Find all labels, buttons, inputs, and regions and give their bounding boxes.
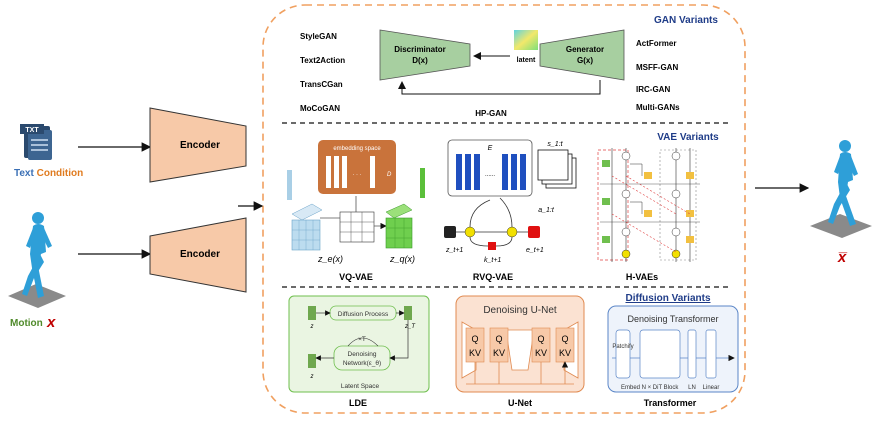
gan-model-5: MSFF-GAN [636,63,678,72]
gan-model-7: Multi-GANs [636,103,680,112]
rvq-k-label: k_t+1 [484,257,501,264]
hvae-diagram [597,148,700,262]
ldm-caption: LDE [349,398,367,408]
unet-attention-blocks: Q KV Q KV Q KV Q KV [465,327,575,385]
svg-text:KV: KV [559,348,571,358]
gan-left-models: StyleGAN Text2Action TransCGan MoCoGAN [300,32,345,113]
gan-model-1: Text2Action [300,56,345,65]
svg-text:Q: Q [471,334,478,344]
generator-fn: G(x) [577,56,593,65]
motion-symbol: x [46,314,56,331]
ldm-z-label: z [310,324,314,330]
generator-block [539,29,625,81]
latent-label: latent [517,57,536,64]
svg-text:Q: Q [537,334,544,344]
vae-variants-title: VAE Variants [657,132,719,143]
svg-text:KV: KV [535,348,547,358]
generator-label: Generator [566,45,604,54]
diffusion-variants-title: Diffusion Variants [625,293,710,304]
svg-text:D: D [387,172,392,178]
dit-block-label: N × DiT Block [642,385,680,391]
linear-label: Linear [703,385,720,391]
ldm-z-out-label: z [310,374,314,380]
vqvae-caption: VQ-VAE [339,272,373,282]
diffusion-process-label: Diffusion Process [338,311,389,318]
svg-text:s_1:t: s_1:t [547,141,563,148]
unet-title: Denoising U-Net [483,305,557,316]
ldm-z-block [308,306,316,320]
text-condition-label: Text Condition [14,168,83,179]
embed-label: Embed [621,385,640,391]
gan-model-3: MoCoGAN [300,104,340,113]
rvqvae-caption: RVQ-VAE [473,272,513,282]
gan-variants-title: GAN Variants [654,15,718,26]
svg-text:· · ·: · · · [352,172,361,178]
gan-model-0: StyleGAN [300,32,337,41]
unet-bottleneck [505,329,535,371]
latent-space-label: Latent Space [341,383,380,390]
svg-text:KV: KV [493,348,505,358]
embedding-space-label: embedding space [333,146,381,152]
svg-text:a_1:t: a_1:t [538,207,555,214]
svg-text:Q: Q [561,334,568,344]
ldm-box [288,295,430,393]
rvq-e-label: e_t+1 [526,247,544,254]
motion-label: Motion [10,318,43,329]
ldm-zt-label: z_T [404,324,416,330]
gan-model-6: IRC-GAN [636,85,670,94]
discriminator-label: Discriminator [394,45,446,54]
input-motion-figure [8,212,66,308]
txt-icon-label: TXT [25,127,39,134]
ln-block [687,329,697,379]
ldm-zt-block [404,306,412,320]
linear-block [705,329,717,379]
output-symbol: x̅ [837,249,848,266]
vqvae-diagram: embedding space · · · D [287,140,425,251]
encoder-top-label: Encoder [180,140,220,151]
gan-model-2: TransCGan [300,80,343,89]
zq-label: z_q(x) [389,254,415,264]
svg-text:......: ...... [485,172,495,178]
rvqvae-diagram: E ...... s_1:t a_1:t [444,139,577,250]
latent-noise-icon [514,30,538,50]
ln-label: LN [688,385,696,391]
ze-label: z_e(x) [317,254,343,264]
patchify-label: Patchify [612,344,633,350]
dit-block [639,329,681,379]
patchify-block [615,329,631,379]
output-motion-figure [810,140,872,238]
txt-document-icon: TXT [20,124,52,160]
svg-text:KV: KV [469,348,481,358]
gan-feedback-arrow [398,80,601,95]
ldm-times-label: ×T [358,336,366,343]
hvae-caption: H-VAEs [626,272,658,282]
encoder-bottom [149,217,247,293]
denoising-label-2: Network(ε_θ) [343,360,381,367]
transformer-title: Denoising Transformer [627,314,718,324]
ldm-z-out-block [308,354,316,368]
encoder-top [149,107,247,183]
unet-caption: U-Net [508,398,532,408]
svg-text:E: E [488,145,493,152]
rvq-z-label: z_t+1 [445,247,463,254]
discriminator-block [379,29,471,81]
svg-text:Q: Q [495,334,502,344]
gan-right-models: ActFormer MSFF-GAN IRC-GAN Multi-GANs [636,39,680,112]
hp-gan-caption: HP-GAN [475,109,507,118]
transformer-caption: Transformer [644,398,697,408]
encoder-bottom-label: Encoder [180,249,220,260]
denoising-label-1: Denoising [348,351,377,358]
gan-model-4: ActFormer [636,39,676,48]
discriminator-fn: D(x) [412,56,428,65]
